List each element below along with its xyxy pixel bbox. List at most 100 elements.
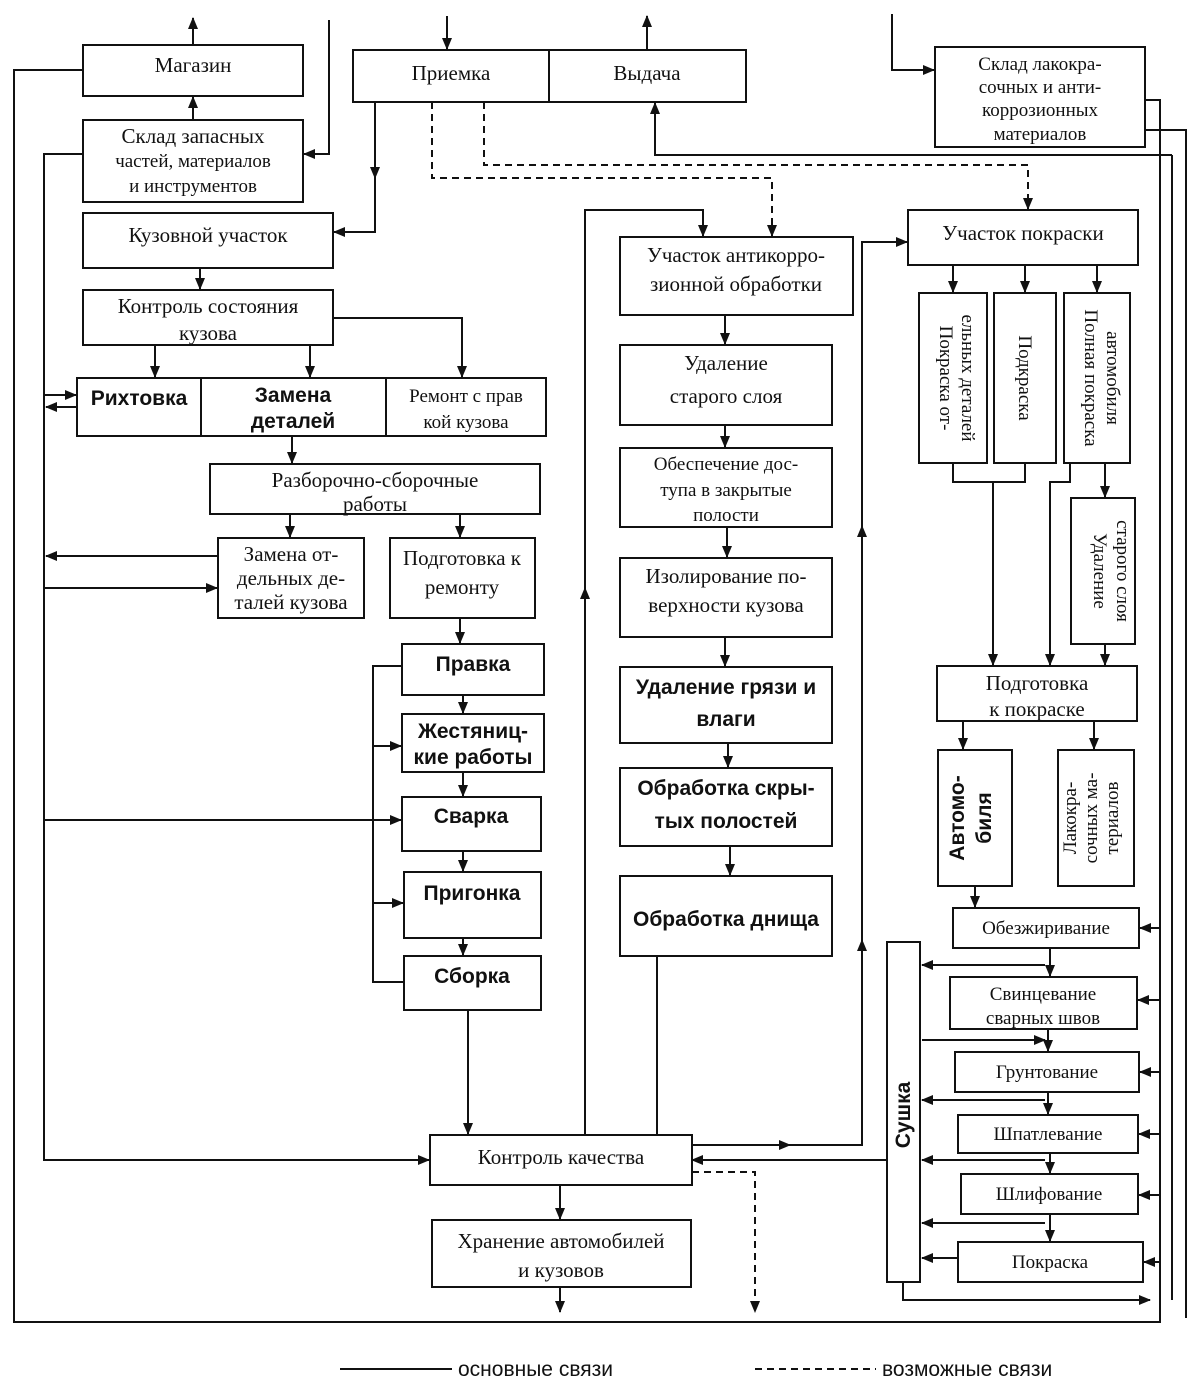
label-svinc-2: сварных швов: [986, 1008, 1100, 1029]
label-gryaz-1: Удаление грязи и: [636, 676, 816, 699]
label-polnaya-2: автомобиля: [1102, 331, 1123, 425]
label-zamena-otd-3: талей кузова: [234, 590, 348, 614]
node-magazin: Магазин: [82, 44, 304, 97]
label-svinc-1: Свинцевание: [990, 984, 1097, 1005]
label-pokraska: Покраска: [1012, 1252, 1089, 1273]
label-zhest-1: Жестяниц-: [417, 720, 528, 743]
label-khranenie-2: и кузовов: [518, 1258, 604, 1282]
label-razbor-2: работы: [343, 492, 407, 516]
label-uch-pokraski: Участок покраски: [942, 221, 1103, 245]
label-skr-2: тых полостей: [655, 810, 798, 833]
node-razborochno-sborochnye: Разборочно-сборочные работы: [209, 463, 541, 516]
label-podg-pokr-1: Подготовка: [986, 671, 1089, 695]
label-sklad-zap-1: Склад запасных: [121, 124, 265, 148]
label-sklad-lkm-3: коррозионных: [982, 100, 1099, 121]
label-priemka: Приемка: [412, 61, 491, 85]
label-prigonka: Пригонка: [423, 882, 520, 905]
label-avto-2: биля: [973, 792, 996, 843]
label-podkraska: Подкраска: [1014, 335, 1035, 421]
label-obezzhir: Обезжиривание: [982, 918, 1110, 939]
node-svarka: Сварка: [401, 796, 542, 852]
node-vydacha: Выдача: [548, 49, 747, 103]
label-polnaya-1: Полная покраска: [1080, 309, 1101, 447]
label-obesp-1: Обеспечение дос-: [654, 454, 799, 475]
node-pravka: Правка: [401, 643, 545, 696]
label-podg-pokr-2: к покраске: [989, 697, 1085, 721]
node-lkm: Лакокра- сочных ма- териалов: [1057, 749, 1135, 887]
label-lkm-1: Лакокра-: [1060, 782, 1081, 855]
label-sklad-zap-2: частей, материалов: [115, 151, 271, 172]
label-udal-1-2: старого слоя: [670, 384, 783, 408]
node-sborka: Сборка: [403, 955, 542, 1011]
label-sushka: Сушка: [892, 1081, 915, 1148]
label-vydacha: Выдача: [613, 61, 681, 85]
node-antikor: Участок антикорро- зионной обработки: [619, 236, 854, 316]
node-pokraska: Покраска: [957, 1241, 1144, 1283]
node-zamena-otdelnyh: Замена от- дельных де- талей кузова: [217, 537, 365, 619]
label-izol-1: Изолирование по-: [645, 564, 806, 588]
node-gruntovanie: Грунтование: [954, 1051, 1140, 1093]
label-podg-rem-2: ремонту: [425, 575, 500, 599]
label-avto-1: Автомо-: [946, 775, 969, 860]
label-shlif: Шлифование: [996, 1184, 1103, 1205]
label-shpatl: Шпатлевание: [994, 1124, 1103, 1145]
node-udalenie-sloya-2: Удаление старого слоя: [1070, 497, 1136, 645]
label-pokr-otd-1: Покраска от-: [935, 326, 956, 431]
node-podkraska: Подкраска: [993, 292, 1057, 464]
label-khranenie-1: Хранение автомобилей: [457, 1229, 664, 1253]
node-kuzovnoi: Кузовной участок: [82, 212, 334, 269]
main-links: [13, 14, 1187, 1323]
label-udal-1-1: Удаление: [684, 351, 768, 375]
label-dnische: Обработка днища: [633, 908, 819, 931]
label-kontrol-kach: Контроль качества: [478, 1145, 645, 1169]
node-remont-pravkoi: Ремонт с прав кой кузова: [385, 377, 547, 437]
possible-links: [431, 102, 1033, 1313]
node-udalenie-sloya: Удаление старого слоя: [619, 344, 833, 426]
label-kuzovnoi: Кузовной участок: [128, 223, 288, 247]
label-podg-rem-1: Подготовка к: [403, 546, 522, 570]
label-antikor-1: Участок антикорро-: [647, 243, 825, 267]
label-sklad-lkm-4: материалов: [994, 124, 1087, 145]
label-sklad-lkm-1: Склад лакокра-: [978, 54, 1101, 75]
label-sklad-lkm-2: сочных и анти-: [979, 77, 1102, 98]
legend-main-label: основные связи: [458, 1358, 613, 1381]
label-izol-2: верхности кузова: [648, 593, 804, 617]
label-svarka: Сварка: [434, 805, 509, 828]
label-kontrol-sost-2: кузова: [179, 321, 238, 345]
node-podgotovka-remontu: Подготовка к ремонту: [389, 537, 536, 619]
node-svincevanie: Свинцевание сварных швов: [949, 976, 1138, 1030]
label-sborka: Сборка: [434, 965, 510, 988]
label-remont-1: Ремонт с прав: [409, 386, 523, 407]
node-obezzhirivanie: Обезжиривание: [952, 907, 1140, 949]
label-udal-2-2: старого слоя: [1112, 520, 1133, 622]
legend: основные связи возможные связи: [340, 1358, 1052, 1381]
label-gryaz-2: влаги: [696, 708, 755, 731]
label-zamena-otd-2: дельных де-: [237, 566, 345, 590]
node-zhestyanitskie: Жестяниц- кие работы: [401, 713, 545, 773]
label-udal-2-1: Удаление: [1089, 533, 1110, 609]
node-pokraska-otdelnyh: Покраска от- ельных деталей: [918, 292, 988, 464]
label-remont-2: кой кузова: [423, 412, 509, 433]
label-obesp-2: тупа в закрытые: [660, 480, 792, 501]
label-zamena-otd-1: Замена от-: [244, 542, 339, 566]
label-antikor-2: зионной обработки: [650, 272, 822, 296]
node-sklad-lkm: Склад лакокра- сочных и анти- коррозионн…: [934, 46, 1146, 148]
label-skr-1: Обработка скры-: [637, 777, 814, 800]
node-priemka: Приемка: [352, 49, 550, 103]
label-pokr-otd-2: ельных деталей: [957, 314, 978, 441]
label-sklad-zap-3: и инструментов: [129, 176, 257, 197]
node-rikhtovka: Рихтовка: [76, 377, 202, 437]
node-shlifovanie: Шлифование: [960, 1173, 1139, 1215]
node-prigonka: Пригонка: [403, 871, 542, 939]
node-uchastok-pokraski: Участок покраски: [907, 209, 1139, 266]
legend-possible-label: возможные связи: [882, 1358, 1052, 1381]
node-obrabotka-skrytyh: Обработка скры- тых полостей: [619, 767, 833, 847]
node-udalenie-gryazi: Удаление грязи и влаги: [619, 666, 833, 744]
label-zamena-det-1: Замена: [255, 384, 332, 407]
label-pravka: Правка: [436, 653, 511, 676]
node-polnaya-pokraska: Полная покраска автомобиля: [1063, 292, 1131, 464]
label-zamena-det-2: деталей: [251, 410, 335, 433]
label-kontrol-sost-1: Контроль состояния: [118, 294, 299, 318]
label-razbor-1: Разборочно-сборочные: [272, 468, 479, 492]
